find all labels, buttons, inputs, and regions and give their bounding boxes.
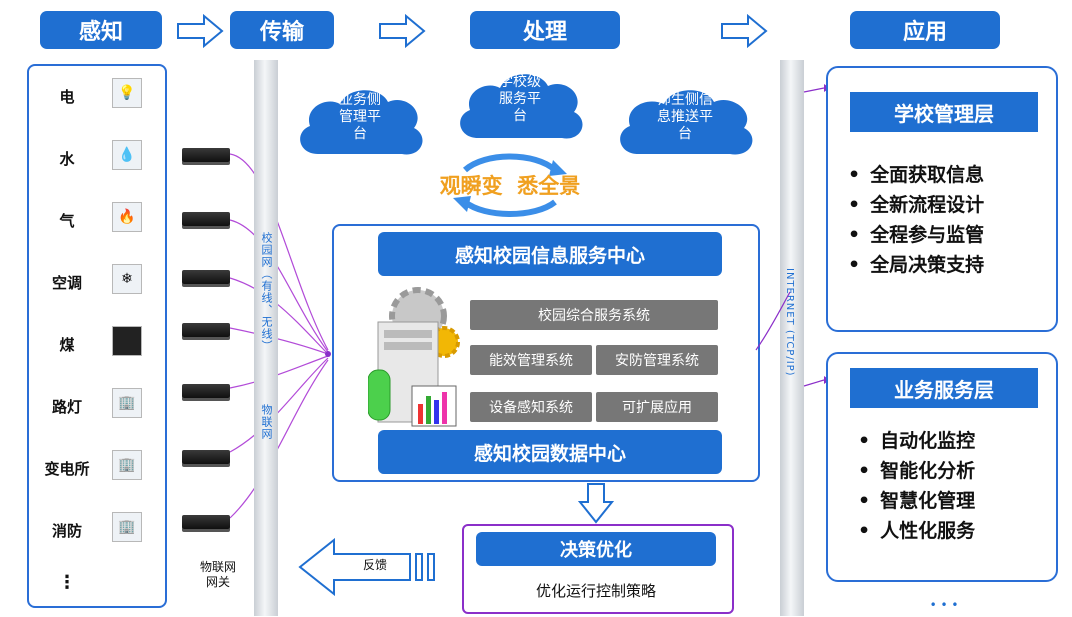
cloud-icon <box>460 74 583 139</box>
system-device-sensing: 设备感知系统 <box>470 392 592 422</box>
water-icon: 💧 <box>112 140 142 170</box>
arrow-right-icon <box>177 14 224 48</box>
stage-application: 应用 <box>850 11 1000 49</box>
sensor-label: 水 <box>59 150 75 168</box>
school-management-title: 学校管理层 <box>850 92 1038 132</box>
arrow-right-icon <box>721 14 768 48</box>
list-item: 全程参与监管 <box>848 220 984 250</box>
sensor-label: 路灯 <box>51 398 82 416</box>
sensor-label: 变电所 <box>44 460 90 478</box>
business-service-title: 业务服务层 <box>850 368 1038 408</box>
building-icon: 🏢 <box>112 450 142 480</box>
router-icon <box>182 515 230 529</box>
building-icon: 🏢 <box>112 512 142 542</box>
service-center-title: 感知校园信息服务中心 <box>378 232 722 276</box>
campus-network-label: 校园网（有线、无线） <box>260 232 273 352</box>
arrow-down-icon <box>578 483 614 524</box>
router-icon <box>182 270 230 284</box>
coal-icon <box>112 326 142 356</box>
system-extensible-apps: 可扩展应用 <box>596 392 718 422</box>
building-icon: 🏢 <box>112 388 142 418</box>
lightbulb-icon: 💡 <box>112 78 142 108</box>
decision-subtitle: 优化运行控制策略 <box>535 582 656 600</box>
list-item: 自动化监控 <box>858 426 975 456</box>
more-sensors-ellipsis: ⋮ <box>58 572 76 593</box>
system-security: 安防管理系统 <box>596 345 718 375</box>
sensor-label: 煤 <box>59 336 75 354</box>
cloud-school-platform: 学校级 服务平 台 <box>499 74 541 124</box>
cloud-icon <box>620 90 753 155</box>
list-item: 全面获取信息 <box>848 160 984 190</box>
list-item: 智慧化管理 <box>858 486 975 516</box>
internet-links <box>755 84 830 387</box>
iot-gateway-label: 物联网 网关 <box>199 560 236 589</box>
server-gear-icon <box>368 287 460 427</box>
sensor-label: 空调 <box>51 274 82 292</box>
system-campus-service: 校园综合服务系统 <box>470 300 718 330</box>
cloud-business-platform: 业务侧 管理平 台 <box>339 92 381 142</box>
list-item: 人性化服务 <box>858 516 975 546</box>
router-icon <box>182 323 230 337</box>
school-management-list: 全面获取信息 全新流程设计 全程参与监管 全局决策支持 <box>848 160 984 280</box>
router-icon <box>182 384 230 398</box>
more-ellipsis: • • • <box>929 598 959 612</box>
router-icon <box>182 212 230 226</box>
stage-sensing: 感知 <box>40 11 162 49</box>
list-item: 全新流程设计 <box>848 190 984 220</box>
internet-pipe <box>780 60 804 616</box>
router-icon <box>182 450 230 464</box>
list-item: 全局决策支持 <box>848 250 984 280</box>
feedback-arrow-icon <box>298 538 435 596</box>
air-conditioner-icon: ❄ <box>112 264 142 294</box>
stage-transmission: 传输 <box>230 11 334 49</box>
list-item: 智能化分析 <box>858 456 975 486</box>
system-energy: 能效管理系统 <box>470 345 592 375</box>
business-service-list: 自动化监控 智能化分析 智慧化管理 人性化服务 <box>858 426 975 546</box>
network-pipe <box>254 60 278 616</box>
arrow-right-icon <box>379 14 426 48</box>
sensor-label: 气 <box>59 212 75 230</box>
stage-processing: 处理 <box>470 11 620 49</box>
cycle-arrows-icon <box>453 153 567 217</box>
sensor-label: 消防 <box>51 522 82 540</box>
gas-flame-icon: 🔥 <box>112 202 142 232</box>
sensor-panel <box>27 64 167 608</box>
feedback-label: 反馈 <box>362 558 387 572</box>
slogan: 观瞬变 悉全景 <box>439 174 581 198</box>
internet-label: INTERNET (TCP/IP) <box>784 268 795 377</box>
gateway-links <box>229 153 331 519</box>
router-icon <box>182 148 230 162</box>
cloud-icon <box>300 90 423 155</box>
iot-label: 物联网 <box>260 404 273 440</box>
cloud-push-platform: 师生侧信 息推送平 台 <box>657 92 713 142</box>
data-center-title: 感知校园数据中心 <box>378 430 722 474</box>
sensor-label: 电 <box>59 88 75 106</box>
decision-title: 决策优化 <box>476 532 716 566</box>
